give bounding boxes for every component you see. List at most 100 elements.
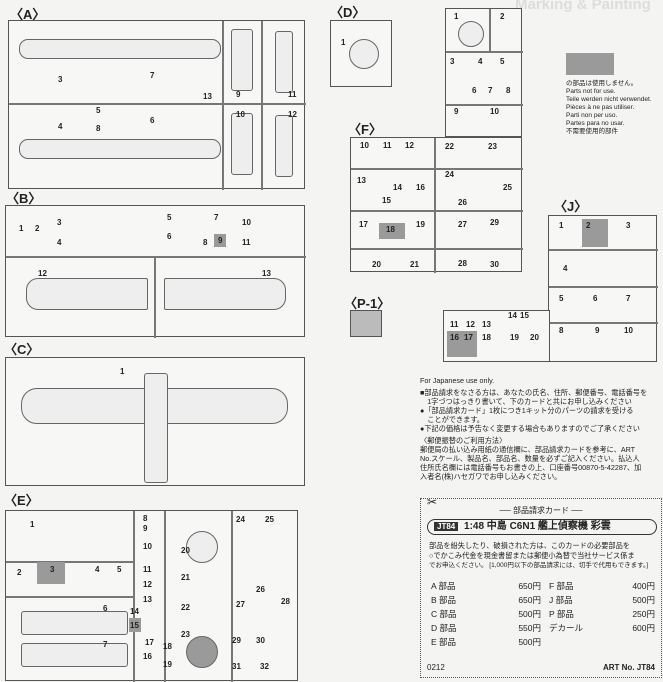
part-number: 2: [586, 221, 591, 230]
part-number: 7: [150, 71, 155, 80]
part-number: 12: [38, 269, 47, 278]
divider: [351, 248, 523, 250]
part-number: 13: [357, 176, 366, 185]
part-number: 3: [50, 565, 55, 574]
notice-line: No.スケール、製品名、部品名、数量を必ずご記入ください。払込人: [420, 454, 640, 463]
not-used-mark: [447, 331, 477, 357]
part-number: 1: [19, 224, 24, 233]
part-name: デカール: [549, 623, 584, 633]
notice-line: 住所氏名欄には電話番号もお書きの上、口座番号00870-5-42287、加: [420, 463, 642, 472]
part-number: 5: [167, 213, 172, 222]
divider: [222, 21, 224, 190]
fuselage-half-bottom: [19, 139, 221, 159]
divider: [434, 138, 436, 273]
part-number: 12: [405, 141, 414, 150]
part-number: 6: [593, 294, 598, 303]
notice-title: For Japanese use only.: [420, 376, 495, 385]
part-number: 10: [624, 326, 633, 335]
legend-line: Teile werden nicht verwendet.: [566, 96, 652, 103]
divider: [351, 168, 523, 170]
divider: [164, 511, 166, 682]
product-title: 1:48 中島 C6N1 艦上偵察機 彩雲: [464, 521, 611, 532]
part-name: P 部品: [549, 609, 574, 619]
part-number: 17: [145, 638, 154, 647]
divider: [154, 256, 156, 338]
part-number-not-used: 9: [214, 234, 227, 247]
legend-line: Parti non per uso.: [566, 112, 618, 119]
part-number: 2: [500, 12, 505, 21]
sprue-e: [5, 510, 298, 682]
product-code-badge: JT84: [434, 522, 459, 531]
part-number: 10: [143, 542, 152, 551]
part-number: 21: [410, 260, 419, 269]
sprue-d-label: 〈D〉: [330, 5, 366, 20]
part-number: 29: [490, 218, 499, 227]
part-number: 19: [416, 220, 425, 229]
sprue-c: [5, 357, 305, 486]
part-number: 18: [386, 225, 395, 234]
part-number: 2: [35, 224, 40, 233]
part-number: 9: [454, 107, 459, 116]
part-number: 9: [236, 90, 241, 99]
part-number: 1: [559, 221, 564, 230]
part-number: 3: [57, 218, 62, 227]
part-number: 9: [595, 326, 600, 335]
scissors-icon: ✂: [427, 495, 438, 509]
engine-part: [186, 531, 218, 563]
part-number: 4: [58, 122, 63, 131]
part-price: 500円: [632, 595, 655, 605]
rudder: [275, 31, 293, 93]
part-number: 15: [520, 311, 529, 320]
part-number: 10: [490, 107, 499, 116]
desc-line: でお申込ください。 [1,000円以下の部品請求には、切手で代用もできます。]: [429, 562, 649, 569]
legend-line: 不需要使用的部件: [566, 128, 618, 135]
engine-part-not-used: [186, 636, 218, 668]
rudder: [275, 115, 293, 177]
tailplane: [231, 113, 253, 175]
part-number: 20: [181, 546, 190, 555]
sprue-c-label: 〈C〉: [4, 342, 40, 357]
part-number: 14: [508, 311, 517, 320]
part-price: 500円: [518, 637, 541, 647]
not-used-mark: [379, 223, 405, 239]
part-number: 6: [150, 116, 155, 125]
part-number: 5: [559, 294, 564, 303]
divider: [6, 561, 135, 563]
part-number: 13: [482, 320, 491, 329]
part-number: 11: [288, 90, 297, 99]
part-number: 5: [96, 106, 101, 115]
notice-line: ●下記の価格は予告なく変更する場合もありますのでご了承ください: [420, 424, 640, 433]
divider: [446, 51, 523, 53]
sprue-b: [5, 205, 306, 338]
part-number: 18: [163, 642, 172, 651]
part-number: 16: [416, 183, 425, 192]
wheel-part: [349, 39, 379, 69]
part-number: 13: [262, 269, 271, 278]
part-price: 500円: [518, 609, 541, 619]
part-number: 14: [393, 183, 402, 192]
part-number: 14: [130, 607, 139, 616]
not-used-mark: [129, 618, 141, 632]
not-used-swatch: [566, 53, 614, 75]
part-number: 7: [488, 86, 493, 95]
sprue-a: [8, 20, 306, 190]
art-number: ART No. JT84: [602, 663, 655, 672]
part-number: 15: [382, 196, 391, 205]
part-number: 27: [458, 220, 467, 229]
part-number: 7: [103, 640, 108, 649]
sprue-d-extension: [445, 8, 523, 137]
divider: [231, 511, 233, 682]
divider: [6, 596, 135, 598]
part-price: 650円: [518, 581, 541, 591]
divider: [261, 21, 263, 190]
sprue-a-label: 〈A〉: [10, 7, 46, 22]
part-number: 3: [450, 57, 455, 66]
part-price: 250円: [632, 609, 655, 619]
part-number: 8: [506, 86, 511, 95]
part-number: 26: [256, 585, 265, 594]
part-number: 30: [256, 636, 265, 645]
part-number: 23: [181, 630, 190, 639]
